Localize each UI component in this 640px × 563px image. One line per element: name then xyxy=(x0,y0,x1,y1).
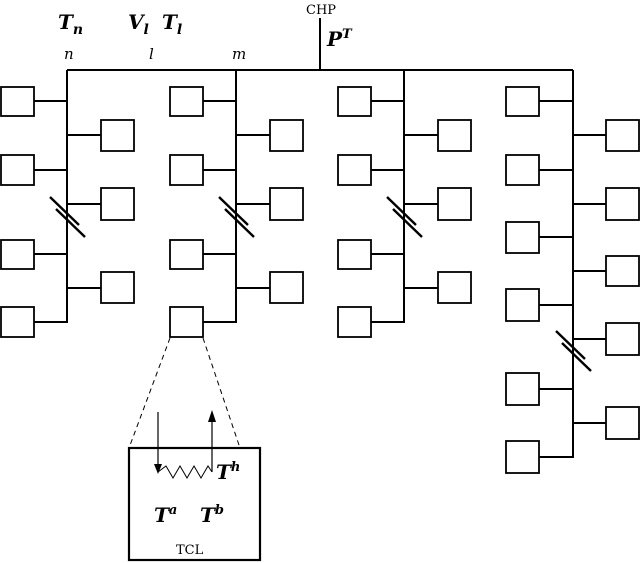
zoom-line-left xyxy=(128,337,171,449)
consumer-box xyxy=(605,187,640,221)
tcl-consumer-box xyxy=(169,306,204,338)
consumer-box xyxy=(269,119,304,152)
consumer-box xyxy=(437,187,472,221)
feeder-3 xyxy=(337,70,472,338)
break-symbol xyxy=(218,196,255,238)
consumer-box xyxy=(437,271,472,304)
consumer-box xyxy=(505,440,540,474)
consumer-box xyxy=(505,221,540,254)
consumer-box xyxy=(269,187,304,221)
consumer-box xyxy=(269,271,304,304)
tcl-label: TCL xyxy=(176,543,204,558)
chp-power-label: PT xyxy=(326,27,353,51)
consumer-box xyxy=(605,119,640,152)
feeder-1 xyxy=(0,70,135,338)
consumer-box xyxy=(100,271,135,304)
node-m-label: m xyxy=(232,45,246,63)
velocity-line-label: Vl xyxy=(128,10,149,38)
consumer-box xyxy=(505,86,540,117)
consumer-box xyxy=(605,255,640,287)
break-symbol xyxy=(555,330,592,372)
consumer-box xyxy=(605,322,640,356)
consumer-box xyxy=(337,86,372,117)
consumer-box xyxy=(0,154,35,186)
consumer-box xyxy=(337,306,372,338)
consumer-box xyxy=(100,119,135,152)
hot-water-temperature-label: Th xyxy=(216,460,240,484)
air-temperature-label: Ta xyxy=(154,503,177,527)
node-n-label: n xyxy=(64,45,74,63)
consumer-box xyxy=(505,372,540,406)
zoom-line-right xyxy=(202,337,241,449)
consumer-box xyxy=(505,154,540,186)
consumer-box xyxy=(337,154,372,186)
temperature-node-n-label: Tn xyxy=(58,10,83,38)
consumer-box xyxy=(0,239,35,270)
consumer-box xyxy=(0,86,35,117)
outflow-arrow-icon xyxy=(208,410,216,472)
break-symbol xyxy=(49,196,86,238)
consumer-box xyxy=(169,154,204,186)
consumer-box xyxy=(169,86,204,117)
consumer-box xyxy=(169,239,204,270)
consumer-box xyxy=(605,406,640,440)
heating-coil-icon xyxy=(157,465,213,479)
feeder-4 xyxy=(505,70,640,474)
temperature-line-label: Tl xyxy=(162,10,182,38)
consumer-box xyxy=(337,239,372,270)
consumer-box xyxy=(0,306,35,338)
break-symbol xyxy=(386,196,423,238)
consumer-box xyxy=(437,119,472,152)
consumer-box xyxy=(505,288,540,322)
building-temperature-label: Tb xyxy=(200,503,224,527)
feeder-2 xyxy=(169,70,304,338)
consumer-box xyxy=(100,187,135,221)
node-l-label: l xyxy=(149,45,154,63)
chp-label: CHP xyxy=(306,3,336,18)
inflow-arrow-icon xyxy=(154,412,162,474)
